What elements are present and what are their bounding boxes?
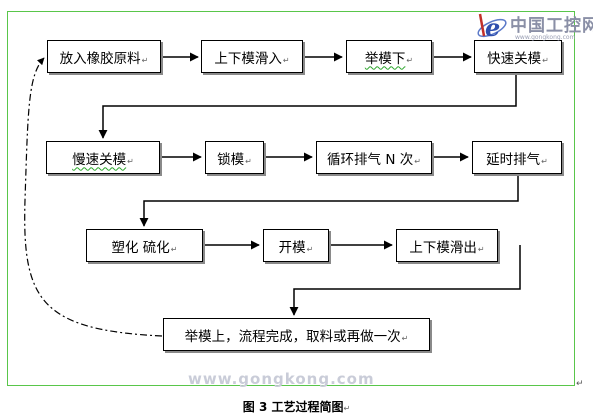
return-mark: ↵ xyxy=(141,56,149,65)
arrow-s4-s5 xyxy=(98,73,517,139)
step-slow-close: 慢速关模↵ xyxy=(46,141,160,174)
step-delayed-exhaust: 延时排气↵ xyxy=(472,141,562,174)
step-delayed-exhaust-label: 延时排气 xyxy=(486,151,541,168)
step-molds-slide-in-label: 上下模滑入 xyxy=(214,50,282,67)
step-cycle-exhaust-label: 循环排气 N 次 xyxy=(327,151,414,168)
paragraph-mark: ↵ xyxy=(576,379,584,389)
step-lift-down-label: 举模下 xyxy=(364,50,406,67)
return-mark: ↵ xyxy=(127,157,134,166)
arrow-s8-s9 xyxy=(139,174,519,227)
step-slow-close-label: 慢速关模 xyxy=(72,151,127,168)
step-molds-slide-in: 上下模滑入↵ xyxy=(201,40,303,73)
step-lock-mold-label: 锁模 xyxy=(217,151,245,168)
return-mark: ↵ xyxy=(401,334,409,343)
gongkong-logo: e 中国工控网 www.gongkong.com xyxy=(475,8,593,46)
return-mark: ↵ xyxy=(170,245,178,254)
watermark: www.gongkong.com xyxy=(188,370,375,388)
return-mark: ↵ xyxy=(245,157,252,166)
step-cycle-exhaust: 循环排气 N 次↵ xyxy=(316,141,432,174)
step-load-rubber-label: 放入橡胶原料 xyxy=(59,50,141,67)
step-fast-close-label: 快速关模 xyxy=(487,50,542,67)
diagram-frame xyxy=(7,11,575,386)
step-load-rubber: 放入橡胶原料↵ xyxy=(47,40,161,73)
gongkong-logo-icon: e xyxy=(477,13,507,42)
step-molds-slide-out: 上下模滑出↵ xyxy=(396,229,498,262)
figure-caption-text: 图 3 工艺过程简图 xyxy=(242,400,344,414)
return-mark: ↵ xyxy=(542,56,549,65)
step-open-mold-label: 开模 xyxy=(278,239,306,256)
logo-url: www.gongkong.com xyxy=(515,34,576,41)
loop-back-arrow xyxy=(24,57,163,337)
svg-text:e: e xyxy=(485,13,500,42)
return-mark: ↵ xyxy=(477,245,485,254)
arrow-s11-s12 xyxy=(289,245,521,316)
step-plasticize-vulcanize-label: 塑化 硫化 xyxy=(111,239,170,256)
step-molds-slide-out-label: 上下模滑出 xyxy=(409,239,477,256)
return-mark: ↵ xyxy=(414,157,421,166)
step-open-mold: 开模↵ xyxy=(263,229,329,262)
step-lift-up-complete-label: 举模上，流程完成，取料或再做一次 xyxy=(184,328,401,345)
return-mark: ↵ xyxy=(343,404,351,413)
return-mark: ↵ xyxy=(282,56,290,65)
step-lift-down: 举模下↵ xyxy=(346,40,432,73)
step-lift-up-complete: 举模上，流程完成，取料或再做一次↵ xyxy=(163,318,430,351)
return-mark: ↵ xyxy=(541,157,548,166)
step-plasticize-vulcanize: 塑化 硫化↵ xyxy=(86,229,203,262)
return-mark: ↵ xyxy=(306,245,314,254)
step-fast-close: 快速关模↵ xyxy=(474,40,562,73)
figure-caption: 图 3 工艺过程简图↵ xyxy=(0,398,593,415)
logo-text: 中国工控网 xyxy=(510,16,593,36)
return-mark: ↵ xyxy=(406,56,414,65)
step-lock-mold: 锁模↵ xyxy=(205,141,264,174)
